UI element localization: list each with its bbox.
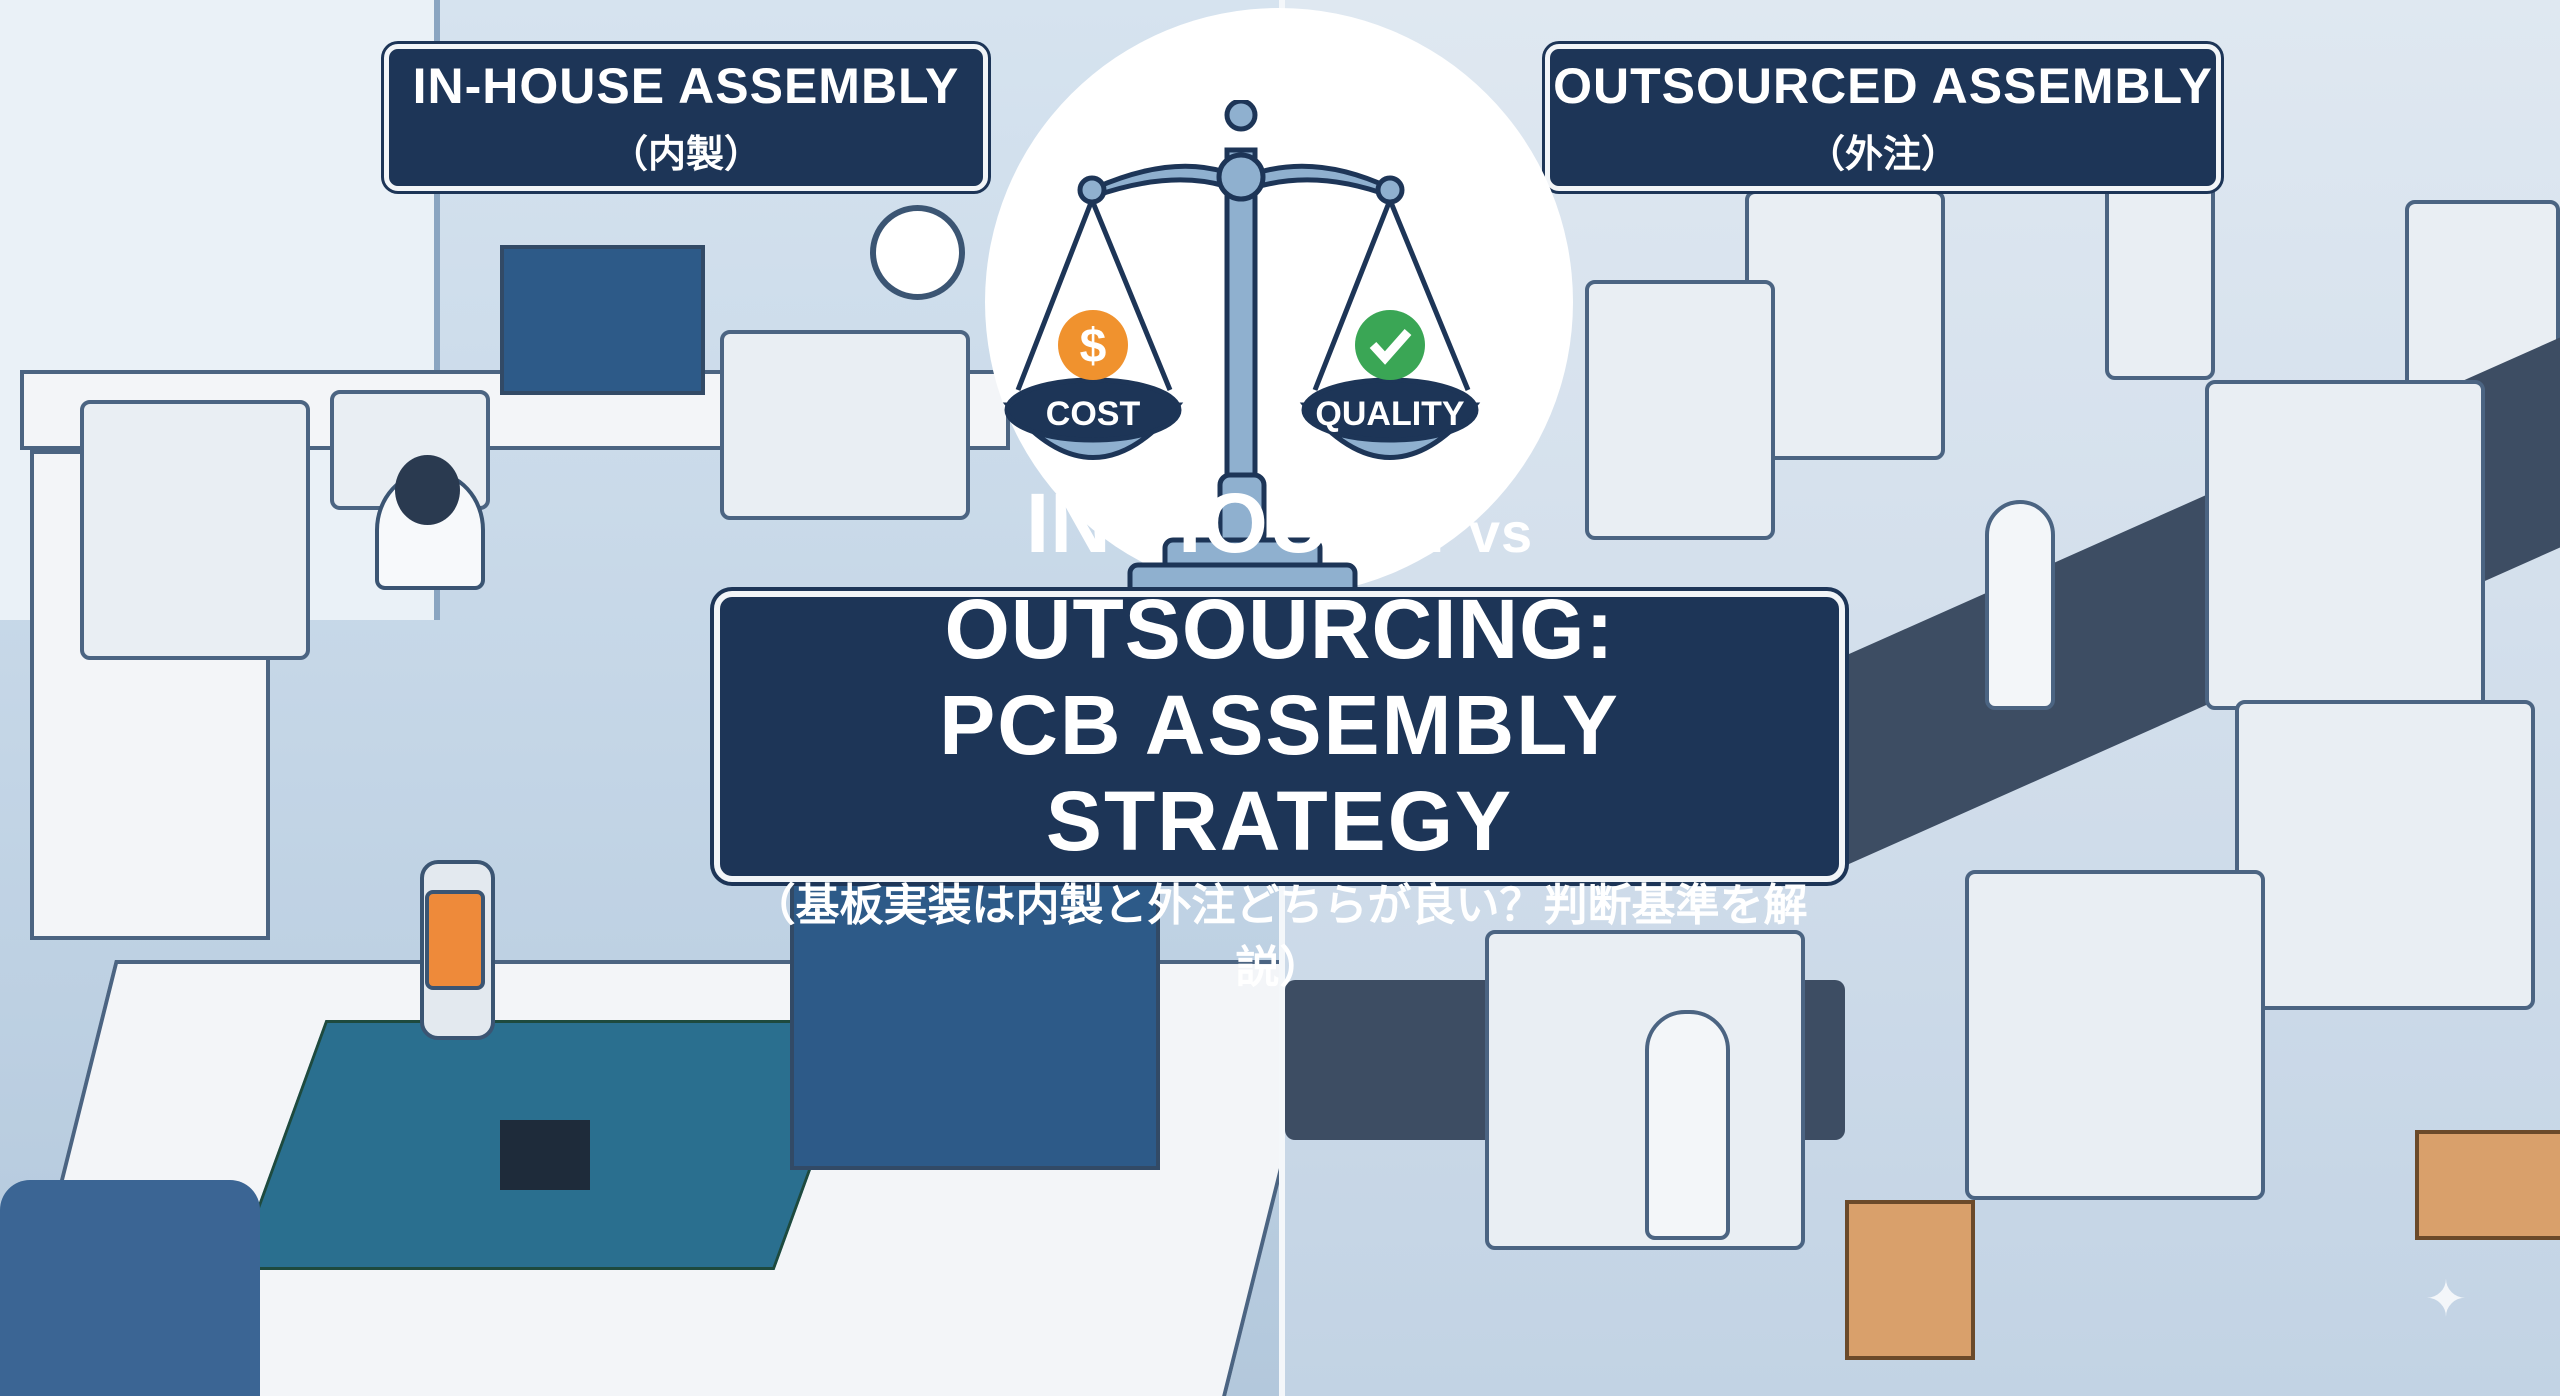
in-house-label-jp: （内製） — [609, 134, 762, 176]
outsourced-label-jp: （外注） — [1806, 134, 1959, 176]
control-cabinet — [2105, 180, 2215, 380]
worker-in-cleansuit — [1645, 1010, 1730, 1240]
pick-and-place-machine — [80, 400, 310, 660]
title-banner: IN-HOUSE vs OUTSOURCING: PCB ASSEMBLY ST… — [714, 476, 1845, 992]
chair — [0, 1180, 260, 1396]
cost-label: COST — [1046, 395, 1141, 433]
chip — [500, 1120, 590, 1190]
quality-label: QUALITY — [1315, 395, 1465, 433]
worker-in-cleansuit — [1985, 500, 2055, 710]
flux-bottle — [425, 890, 485, 990]
dollar-icon — [1058, 310, 1128, 380]
sparkle-icon: ✦ — [2425, 1271, 2467, 1327]
placement-machine — [1965, 870, 2265, 1200]
title-line-1: IN-HOUSE vs OUTSOURCING: — [944, 475, 1615, 676]
title-line-2: PCB ASSEMBLY STRATEGY — [939, 677, 1620, 868]
smt-machine — [1585, 280, 1775, 540]
smt-machine — [1745, 190, 1945, 460]
cardboard-box — [1845, 1200, 1975, 1360]
in-house-label-en: IN-HOUSE ASSEMBLY — [412, 58, 960, 114]
cad-monitor — [790, 880, 1160, 1170]
outsourced-label-en: OUTSOURCED ASSEMBLY — [1553, 58, 2213, 114]
svg-text:$: $ — [1080, 320, 1107, 373]
inspection-machine — [2205, 380, 2485, 710]
technician-head — [395, 455, 460, 525]
schematic-monitor — [500, 245, 705, 395]
outsourced-label: OUTSOURCED ASSEMBLY （外注） — [1545, 44, 2221, 191]
balance-scale-icon: $ COST QUALITY — [1002, 100, 1481, 600]
cardboard-box — [2415, 1130, 2560, 1240]
scale-backdrop — [985, 8, 1573, 596]
reflow-oven — [720, 330, 970, 520]
aoi-machine — [2235, 700, 2535, 1010]
wall-clock-icon — [870, 205, 965, 300]
title-subtitle-jp: （基板実装は内製と外注どちらが良い？判断基準を解説） — [751, 880, 1808, 992]
check-icon — [1355, 310, 1425, 380]
in-house-label: IN-HOUSE ASSEMBLY （内製） — [384, 44, 988, 191]
